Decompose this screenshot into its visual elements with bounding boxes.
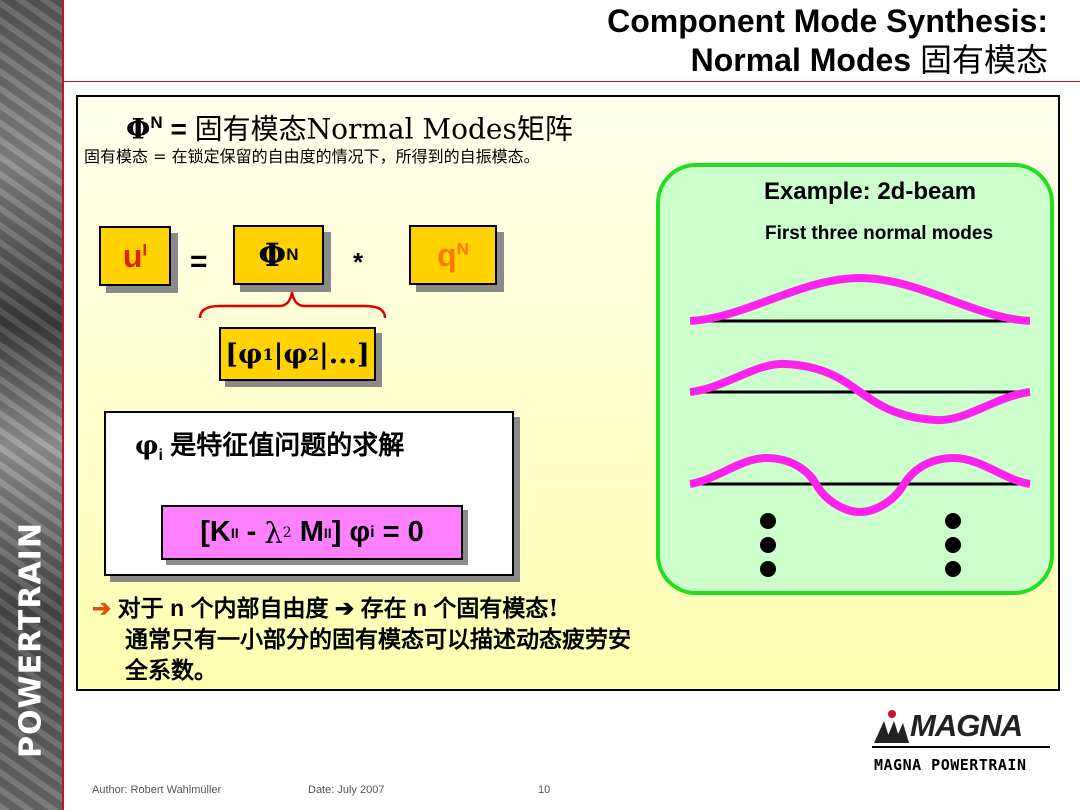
sidebar-texture [0,0,62,810]
ellipsis-dot-left-1 [760,513,776,529]
u-label: uI [122,237,148,274]
logo-rule [872,746,1050,748]
u-box: uI [99,226,171,286]
mode-shape-2 [689,359,1031,425]
heading-text: 固有模态Normal Modes矩阵 [194,112,573,146]
sidebar-divider [62,0,64,810]
heading-phi: Φ [126,112,151,146]
footer-date: Date: July 2007 [308,784,385,796]
title-line1: Component Mode Synthesis: [607,3,1048,39]
equals-sign: = [190,245,208,278]
mode-shape-1 [689,273,1031,325]
q-label: qN [437,236,469,273]
matrix-heading: ΦN = 固有模态Normal Modes矩阵 [126,107,573,145]
bullet-line1: ➔ 对于 n 个内部自由度 ➔ 存在 n 个固有模态! [92,595,559,622]
example-title: Example: 2d-beam [763,178,977,205]
footer-page-number: 10 [538,784,551,796]
ellipsis-dot-right-3 [945,561,961,577]
phi-label: Φ [258,236,287,274]
logo-wordmark: MAGNA [910,708,1023,743]
ellipsis-dot-left-3 [760,561,776,577]
logo-subtitle: MAGNA POWERTRAIN [874,756,1027,774]
example-subtitle: First three normal modes [764,223,994,244]
bullet-line2: 通常只有一小部分的固有模态可以描述动态疲劳安 [125,626,631,653]
heading-phi-sup: N [150,113,163,132]
bullet-arrow-icon: ➔ [92,595,112,621]
sidebar [0,0,62,810]
inline-arrow-icon: ➔ [334,595,355,621]
ellipsis-dot-left-2 [760,537,776,553]
title-line2-en: Normal Modes [690,42,912,78]
header-rule [64,81,1080,82]
mode-shape-3 [689,453,1031,517]
eigenproblem-label: φi 是特征值问题的求解 [135,431,405,465]
curly-brace [198,291,387,319]
ellipsis-dot-right-2 [945,537,961,553]
title-line2: Normal Modes 固有模态 [607,41,1048,80]
conclusion-bullet: ➔ 对于 n 个内部自由度 ➔ 存在 n 个固有模态! 通常只有一小部分的固有模… [92,593,752,686]
times-sign: * [353,247,364,277]
footer-author: Author: Robert Wahlmüller [92,784,222,796]
ellipsis-dot-right-1 [945,513,961,529]
q-box: qN [409,225,497,285]
page-title: Component Mode Synthesis: Normal Modes 固… [607,2,1048,80]
bullet-line3: 全系数。 [125,657,217,684]
title-line2-cn: 固有模态 [919,41,1048,79]
phi-sup: N [286,245,299,264]
mode-shapes-svg [689,273,1031,577]
brand-vertical-text: POWERTRAIN [13,522,49,758]
normal-mode-description: 固有模态 = 在锁定保留的自由度的情况下，所得到的自振模态。 [84,147,540,166]
heading-equals: = [170,113,187,145]
brace-svg [198,291,387,319]
magna-emblem-icon [874,710,909,743]
